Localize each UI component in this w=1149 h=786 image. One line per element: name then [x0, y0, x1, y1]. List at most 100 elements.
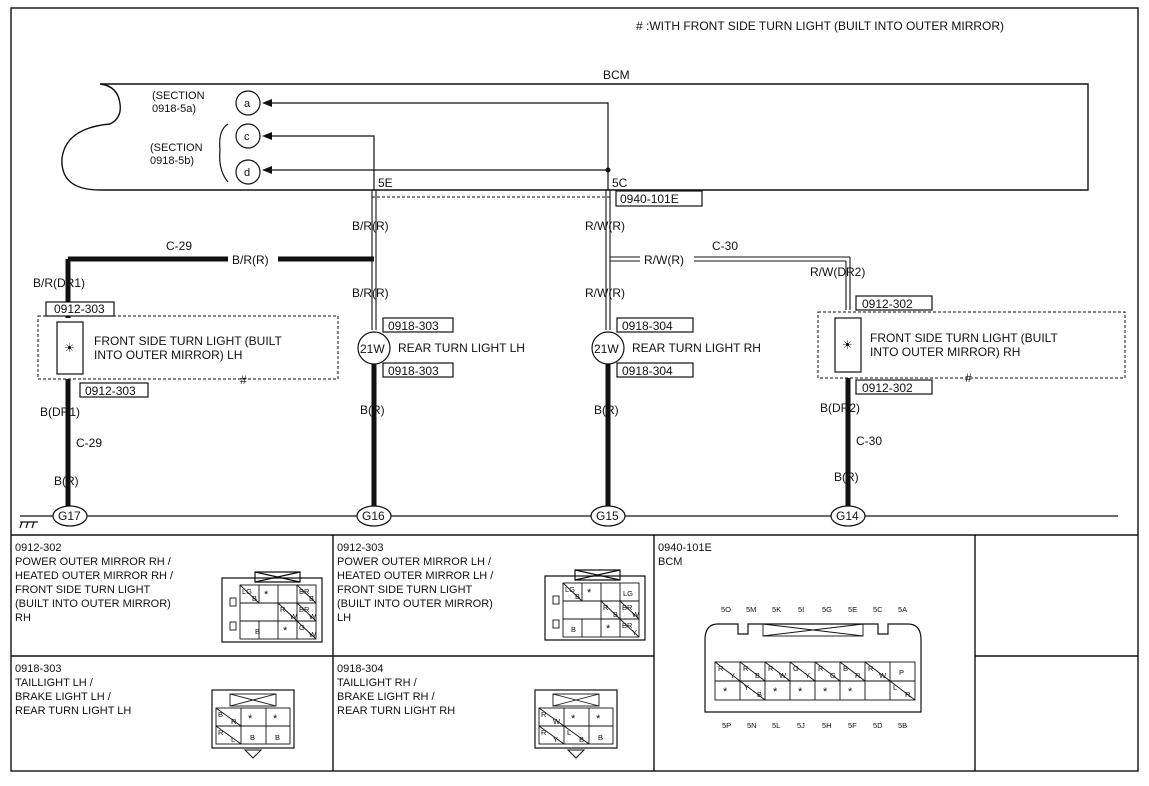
bcm-title: BCM [603, 68, 630, 82]
bcm-r1-p3: R [743, 664, 749, 673]
c302-pin-9: W [309, 612, 317, 621]
c303-pin-11: BR [622, 621, 633, 630]
p1-line3: FRONT SIDE TURN LIGHT [15, 584, 151, 596]
c0918-304-top-label: 0918-304 [622, 319, 673, 333]
c302-pin-11: * [283, 625, 288, 637]
rear-rh-label: REAR TURN LIGHT RH [632, 341, 761, 355]
ground-tick-3 [31, 521, 35, 529]
bcm-connector-diagram [704, 623, 922, 713]
c302-pin-1: LG [242, 587, 252, 596]
c302-pin-7: W [290, 612, 298, 621]
c918-303-p5: R [218, 728, 224, 737]
ground-g16-label: G16 [362, 509, 385, 523]
c918-304-p6: Y [553, 735, 558, 744]
g15-wire-label: B(R) [594, 403, 619, 417]
p4-line1: TAILLIGHT LH / [15, 677, 94, 689]
pin-5e: 5E [378, 176, 393, 190]
c302-pin-4: BR [299, 587, 310, 596]
bcm-r2-p8: L [893, 683, 897, 692]
c0912-302-bottom-label: 0912-302 [862, 381, 913, 395]
p2-line5: LH [337, 612, 351, 624]
ground-g15 [590, 505, 626, 527]
bcm-r2-p1: * [723, 686, 728, 698]
p2-line1: POWER OUTER MIRROR LH / [337, 556, 492, 568]
node-d [235, 159, 261, 185]
section-a-label-1: (SECTION [152, 90, 205, 102]
section-a-label-2: 0918-5a) [152, 103, 196, 115]
bcm-pin-5l: 5L [772, 721, 780, 730]
bcm-pin-5k: 5K [772, 605, 781, 614]
c303-pin-7: BR [622, 603, 633, 612]
b-dr1-label: B(DR1) [40, 405, 80, 419]
wire-5c-label-2: R/W(R) [585, 286, 625, 300]
bcm-r2-p2: Y [744, 683, 749, 692]
node-a-label: a [244, 98, 251, 110]
header-note: # :WITH FRONT SIDE TURN LIGHT (BUILT INT… [636, 19, 1004, 33]
lh-mirror-light [56, 321, 84, 375]
c303-pin-4: LG [623, 589, 633, 598]
c0918-303-top-label: 0918-303 [388, 319, 439, 333]
c302-pin-6: R [280, 605, 286, 614]
c302-pin-10: B [255, 627, 260, 636]
bcm-r1-p12: R [855, 671, 861, 680]
bcm-r1-p11: B [843, 664, 848, 673]
c29-wire-label: B/R(R) [232, 253, 269, 267]
c0912-302-top [855, 295, 933, 311]
p3-code: 0940-101E [658, 542, 712, 554]
lh-mirror-option-box [37, 315, 339, 380]
c0918-303-bottom [382, 362, 454, 378]
bcm-outline [61, 83, 1089, 191]
p1-line1: POWER OUTER MIRROR RH / [15, 556, 172, 568]
bcm-r1-p10: G [830, 671, 836, 680]
c303-pin-1: LG [565, 585, 575, 594]
node-a [235, 90, 261, 116]
c918-304-p5: R [541, 728, 547, 737]
p2-line2: HEATED OUTER MIRROR LH / [337, 570, 494, 582]
ground-tick-2 [25, 521, 29, 529]
c303-pin-6: B [613, 610, 618, 619]
bcm-r1-p9: R [818, 664, 824, 673]
connector-0918-304-diagram [534, 689, 618, 759]
c918-303-p6: L [231, 735, 235, 744]
c303-pin-3: * [587, 587, 592, 599]
g16-wire-label: B(R) [360, 403, 385, 417]
c0918-304-bottom [616, 362, 694, 378]
wire-5e-label-2: B/R(R) [352, 286, 389, 300]
bcm-connector-box [615, 190, 703, 207]
c918-304-p7: L [567, 728, 571, 737]
bcm-r1-p13: R [868, 664, 874, 673]
bcm-r2-p4: * [773, 686, 778, 698]
bcm-pin-5c: 5C [873, 605, 883, 614]
rh-mirror-option-box [817, 311, 1126, 379]
connector-0912-303-diagram [544, 569, 646, 641]
c918-303-p7: B [250, 733, 255, 742]
ground-g16 [356, 505, 392, 527]
pin-5c: 5C [612, 176, 628, 190]
node-d-label: d [244, 167, 250, 179]
ground-g14-label: G14 [836, 509, 859, 523]
arrow-a [262, 99, 272, 107]
rh-mirror-light-label-2: INTO OUTER MIRROR) RH [870, 345, 1020, 359]
p5-line2: BRAKE LIGHT RH / [337, 691, 436, 703]
c918-303-p3: * [248, 713, 253, 725]
br-r-bg [228, 252, 278, 266]
rear-lh-label: REAR TURN LIGHT LH [398, 341, 525, 355]
c918-304-p9: B [598, 733, 603, 742]
lh-mirror-light-label-1: FRONT SIDE TURN LIGHT (BUILT [94, 334, 282, 348]
c918-303-p8: B [275, 733, 280, 742]
c303-pin-8: W [632, 610, 640, 619]
arrow-c [262, 132, 272, 140]
c29-label: C-29 [166, 239, 192, 253]
c918-303-p1: B [218, 710, 223, 719]
bcm-r1-p8: Y [805, 671, 810, 680]
c0918-304-top [616, 317, 694, 333]
p5-line1: TAILLIGHT RH / [337, 677, 418, 689]
node-c-label: c [244, 131, 250, 143]
bcm-bottom-pin-labels: 5P 5N 5L 5J 5H 5F 5D 5B [722, 721, 907, 730]
node-c [235, 123, 261, 149]
g14-wire-label: B(R) [834, 470, 859, 484]
c302-pin-8: BR [299, 605, 310, 614]
g17-wire-label: B(R) [54, 474, 79, 488]
bcm-r2-p7: * [848, 686, 853, 698]
c0918-303-bottom-label: 0918-303 [388, 364, 439, 378]
